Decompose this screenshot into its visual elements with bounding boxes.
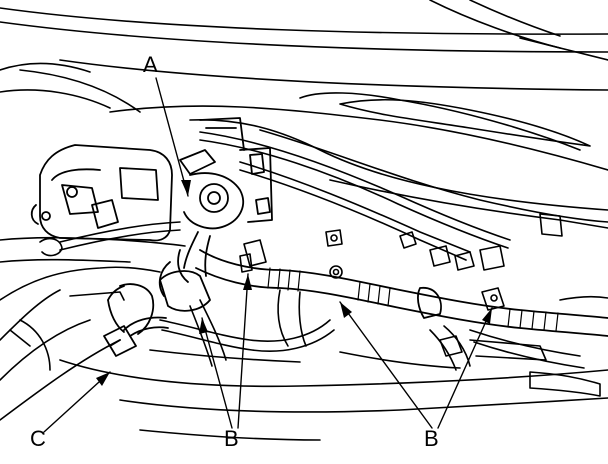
arrowhead-a xyxy=(181,180,191,196)
arrowhead-b3 xyxy=(340,302,352,318)
arrowhead-c xyxy=(96,372,110,386)
arrowheads xyxy=(96,180,492,386)
arrowhead-b4 xyxy=(482,308,492,324)
brackets xyxy=(239,229,505,311)
callout-label-a: A xyxy=(143,52,158,77)
hose-assembly xyxy=(179,117,273,230)
callout-label-b-right: B xyxy=(424,426,439,451)
arrowhead-b1 xyxy=(199,318,208,334)
lower-harness xyxy=(159,289,585,371)
leader-a xyxy=(155,77,189,197)
callout-label-c: C xyxy=(30,426,46,451)
arrowhead-b2 xyxy=(243,274,252,290)
leader-b4 xyxy=(437,307,493,429)
cowl-panel xyxy=(109,92,608,229)
hood-panels xyxy=(0,0,608,113)
lower-frame xyxy=(59,213,608,441)
fender-left xyxy=(0,236,186,421)
engine-cover-left xyxy=(30,144,173,242)
leader-b2 xyxy=(237,273,249,429)
callout-label-b-left: B xyxy=(224,426,239,451)
leader-b3 xyxy=(339,301,433,429)
leader-b1 xyxy=(201,317,233,429)
connector-c xyxy=(103,283,169,357)
lines-to-right xyxy=(39,131,511,271)
wire-harness xyxy=(158,231,608,337)
leader-lines xyxy=(43,77,493,433)
